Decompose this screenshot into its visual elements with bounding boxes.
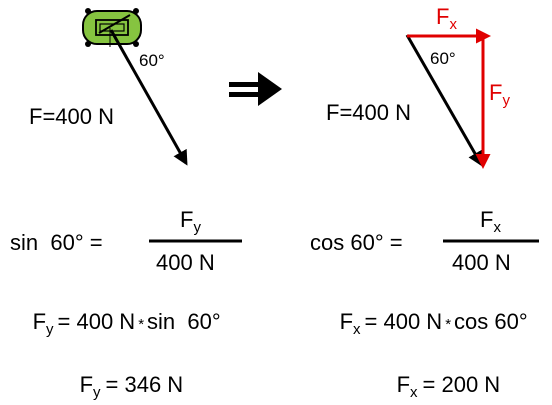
fy-product-times: *: [138, 316, 144, 333]
cos-numerator-sub: x: [493, 219, 501, 236]
fy-product-main: F: [33, 309, 46, 334]
sin-numerator-sub: y: [193, 219, 201, 236]
fx-product-sub: x: [353, 321, 361, 338]
left-angle-label: 60°: [139, 51, 165, 70]
fx-result-sub: x: [410, 384, 418, 401]
implies-arrow-icon: [229, 72, 282, 106]
fx-product-rest-a: = 400 N: [365, 309, 443, 334]
cos-equation-lhs: cos 60° =: [310, 230, 403, 255]
vehicle-icon: [82, 8, 142, 47]
fy-product-rest-b: sin 60°: [147, 309, 221, 334]
right-angle-label: 60°: [430, 49, 456, 68]
sin-equation-denominator: 400 N: [156, 250, 215, 275]
fy-label-main: F: [489, 80, 502, 105]
right-force-label: F=400 N: [326, 100, 411, 125]
fy-result-sub: y: [93, 384, 101, 401]
sin-equation-numerator: Fy: [180, 207, 201, 236]
left-force-label: F=400 N: [29, 104, 114, 129]
fx-label-main: F: [436, 4, 449, 29]
fx-product-times: *: [445, 316, 451, 333]
fx-label: Fx: [436, 4, 457, 33]
fy-result: Fy = 346 N: [49, 372, 202, 401]
fy-product-equation: Fy= 400 N*sin 60°: [2, 309, 239, 338]
fx-label-sub: x: [449, 16, 457, 33]
fx-result-main: F: [397, 372, 410, 397]
sin-equation-lhs: sin 60° =: [10, 230, 103, 255]
fx-product-main: F: [340, 309, 353, 334]
cos-numerator-main: F: [480, 207, 493, 232]
fy-result-rest: = 346 N: [106, 372, 184, 397]
cos-equation-numerator: Fx: [480, 207, 501, 236]
fx-product-equation: Fx= 400 N*cos 60°: [309, 309, 546, 338]
cos-equation-denominator: 400 N: [452, 250, 511, 275]
fy-label: Fy: [489, 80, 510, 109]
sin-numerator-main: F: [180, 207, 193, 232]
fy-result-main: F: [80, 372, 93, 397]
fy-product-sub: y: [46, 321, 54, 338]
right-force-vector: [405, 34, 483, 167]
fy-product-rest-a: = 400 N: [58, 309, 136, 334]
fx-result: Fx = 200 N: [366, 372, 519, 401]
fx-product-rest-b: cos 60°: [454, 309, 528, 334]
fy-label-sub: y: [502, 92, 510, 109]
left-force-vector: [109, 29, 188, 166]
fx-result-rest: = 200 N: [423, 372, 501, 397]
